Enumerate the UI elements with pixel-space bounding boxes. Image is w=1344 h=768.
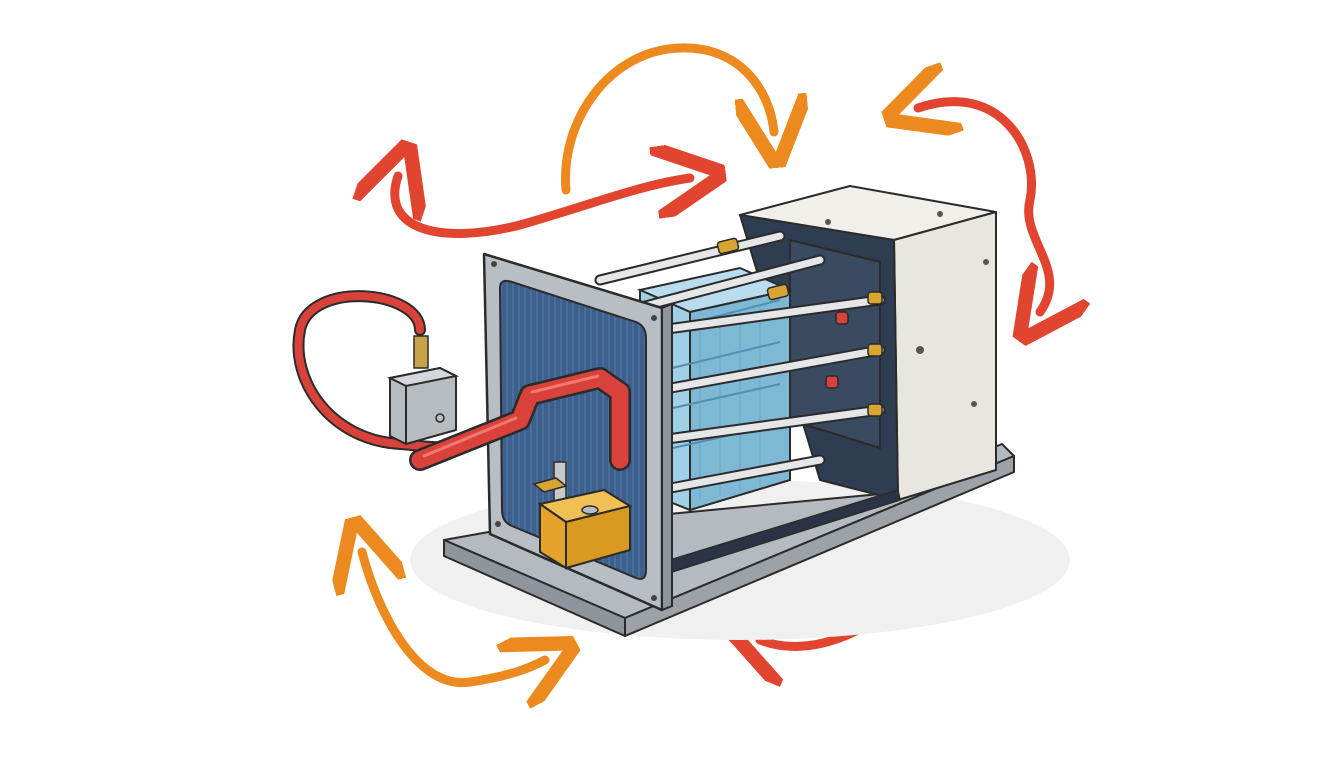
bolt-icon bbox=[983, 259, 989, 265]
arrow-right-red bbox=[918, 102, 1050, 312]
yellow-junction-block bbox=[532, 461, 633, 570]
valve-box bbox=[386, 335, 460, 445]
arrow-top-left-red bbox=[395, 176, 690, 238]
arrow-bottom-left-orange bbox=[362, 552, 545, 683]
bolt-icon bbox=[971, 401, 977, 407]
bolt-icon bbox=[651, 595, 657, 601]
bolt-icon bbox=[495, 521, 501, 527]
red-plug-icon bbox=[825, 311, 849, 389]
bolt-icon bbox=[491, 261, 497, 267]
bolt-icon bbox=[825, 219, 831, 225]
arrow-top-orange bbox=[561, 43, 774, 195]
bolt-icon bbox=[651, 315, 657, 321]
red-pipe-loop bbox=[292, 290, 631, 471]
heat-exchange-tubes bbox=[594, 230, 886, 499]
bolt-icon bbox=[937, 211, 943, 217]
valve-knob-icon bbox=[435, 413, 445, 423]
bolt-icon bbox=[916, 346, 924, 354]
